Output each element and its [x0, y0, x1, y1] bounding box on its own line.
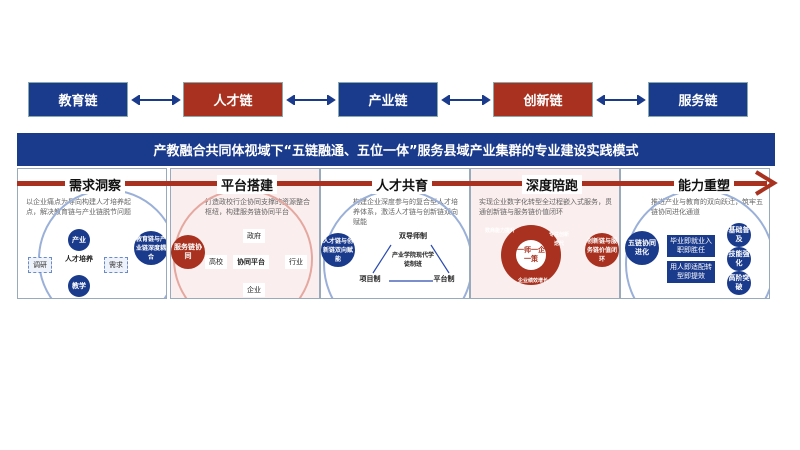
double-arrow-icon: [441, 95, 491, 105]
arrow-head-icon: [754, 170, 778, 196]
chain-talent: 人才链: [183, 82, 283, 117]
main-title: 产教融合共同体视域下“五链融通、五位一体”服务县域产业集群的专业建设实践模式: [17, 133, 775, 166]
triangle-arrows-icon: [372, 244, 450, 282]
node-platform: 协同平台: [233, 255, 269, 269]
node-industry: 产业: [68, 229, 90, 251]
node-platform-system: 平台制: [433, 275, 455, 283]
chain-innovation: 创新链: [493, 82, 593, 117]
side-circle: 教育链与产业链深度耦合: [134, 231, 166, 265]
side-circle: 人才链与创新链双向赋能: [321, 233, 355, 267]
chain-service: 服务链: [648, 82, 748, 117]
chain-education: 教育链: [28, 82, 128, 117]
panel-title: 人才共育: [372, 175, 433, 194]
node-project: 项目制: [359, 275, 381, 283]
side-circle: 五链协同进化: [625, 231, 659, 265]
level-circle: 技能强化: [727, 247, 751, 271]
level-circle: 基础普及: [727, 223, 751, 247]
panel-title: 深度陪跑: [522, 175, 583, 194]
double-arrow-icon: [596, 95, 646, 105]
cycle-item: 数商能力提升: [485, 228, 516, 234]
side-circle: 服务链协同: [171, 235, 205, 269]
panel-title: 能力重塑: [674, 175, 735, 194]
tag-research: 调研: [28, 257, 52, 273]
node-university: 高校: [205, 255, 227, 269]
node-government: 政府: [243, 229, 265, 243]
node-enterprise: 企业: [243, 283, 265, 297]
panel-desc: 实现企业数字化转型全过程嵌入式服务，贯通创新链与服务链价值闭环: [479, 198, 612, 216]
node-dual-mentor: 双导师制: [399, 232, 427, 240]
level-circle: 高阶突破: [727, 271, 751, 295]
node-association: 行业: [285, 255, 307, 269]
node-industry-college: 产业学院现代学徒制班: [391, 252, 434, 268]
tag-demand: 需求: [104, 257, 128, 273]
node-teaching: 教学: [68, 275, 90, 297]
panel-talent-cocultivation: 构建企业深度参与的复合型人才培养体系，激活人才链与创新链双向赋能 人才链与创新链…: [320, 168, 470, 299]
double-arrow-icon: [131, 95, 181, 105]
cycle-ring: 一师一企一策: [501, 225, 561, 285]
cycle-item: 专注创新迭代: [549, 232, 570, 247]
center-label: 人才培养: [65, 255, 93, 263]
double-arrow-icon: [286, 95, 336, 105]
chain-industry: 产业链: [338, 82, 438, 117]
panel-title: 需求洞察: [65, 175, 126, 194]
cycle-item: 企业绩效增长: [517, 278, 548, 284]
panel-title: 平台搭建: [217, 175, 278, 194]
outcome-box: 毕业即就业入职即胜任: [667, 235, 715, 257]
outcome-box: 用人即适配转型即提效: [667, 261, 715, 283]
side-circle: 创新链与服务链价值闭环: [585, 233, 619, 267]
cycle-center: 一师一企一策: [516, 240, 546, 270]
panel-deep-accompany: 实现企业数字化转型全过程嵌入式服务，贯通创新链与服务链价值闭环 一师一企一策 数…: [470, 168, 620, 299]
